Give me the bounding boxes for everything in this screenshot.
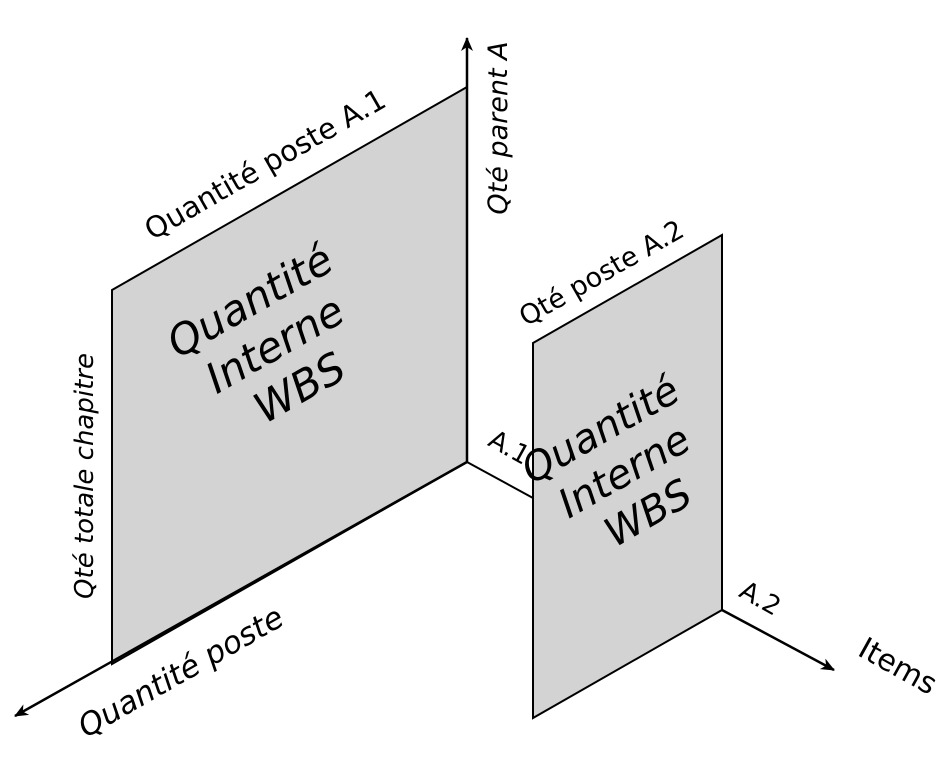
- vertical-axis-label: Qté parent A: [483, 41, 514, 214]
- right-down-axis-arrow: [721, 608, 835, 672]
- connector-line: [466, 461, 534, 499]
- items-axis-label: Items: [852, 631, 942, 702]
- left-down-axis-arrow: [14, 460, 468, 718]
- left-panel-side-label: Qté totale chapitre: [70, 353, 100, 599]
- marker-a2: A.2: [734, 576, 785, 623]
